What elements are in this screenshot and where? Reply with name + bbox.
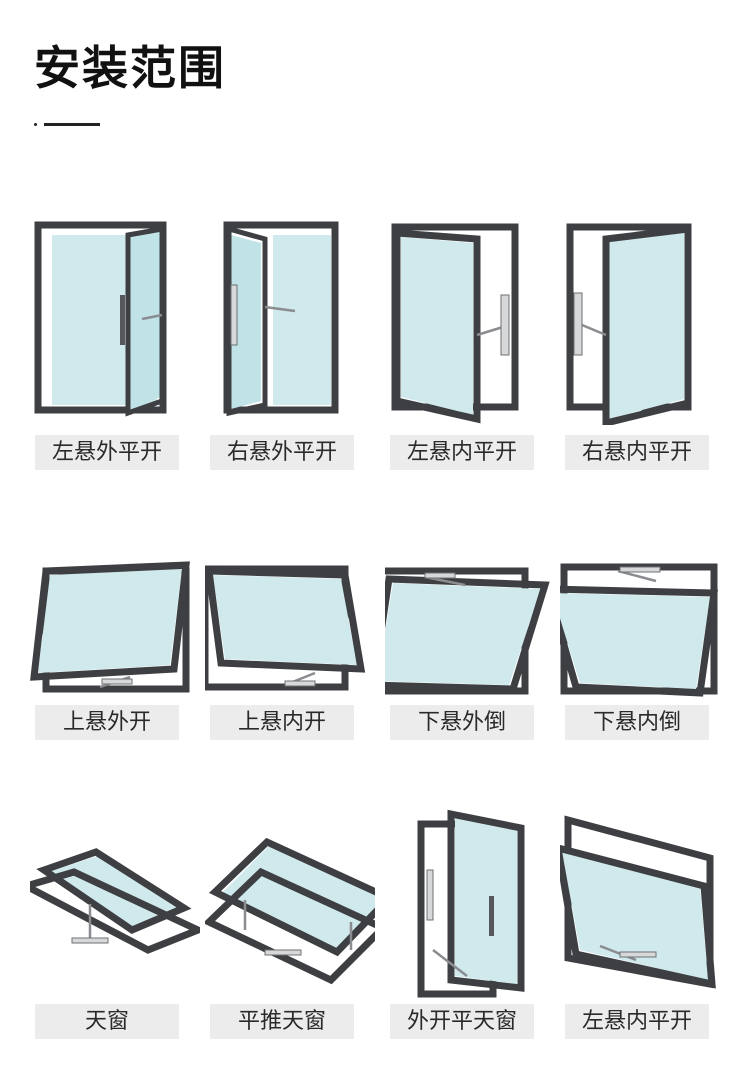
page-title: 安装范围 [34, 41, 226, 95]
item-label-1: 左悬外平开 [35, 435, 179, 470]
item-label-4: 右悬内平开 [565, 435, 709, 470]
item-label-12: 左悬内平开 [565, 1004, 709, 1039]
item-label-5: 上悬外开 [35, 705, 179, 740]
left-hung-inward-casement-window-icon [385, 215, 555, 425]
item-label-6: 上悬内开 [210, 705, 354, 740]
item-label-2: 右悬外平开 [210, 435, 354, 470]
underline-dot [34, 123, 37, 126]
bottom-hung-inward-tilt-window-icon [560, 505, 730, 715]
item-label-3: 左悬内平开 [390, 435, 534, 470]
outward-flat-skylight-window-icon [385, 800, 555, 1010]
top-hung-outward-window-icon [30, 505, 200, 715]
underline-bar [44, 123, 100, 126]
bottom-hung-outward-tilt-window-icon [385, 505, 555, 715]
right-hung-outward-casement-window-icon [205, 215, 375, 425]
item-label-8: 下悬内倒 [565, 705, 709, 740]
title-underline [34, 123, 100, 126]
right-hung-inward-casement-window-icon [560, 215, 730, 425]
top-hung-inward-window-icon [205, 505, 375, 715]
skylight-window-icon [30, 800, 200, 1010]
item-label-9: 天窗 [35, 1004, 179, 1039]
item-label-11: 外开平天窗 [390, 1004, 534, 1039]
item-label-7: 下悬外倒 [390, 705, 534, 740]
parallel-push-skylight-window-icon [205, 800, 375, 1010]
item-label-10: 平推天窗 [210, 1004, 354, 1039]
left-hung-outward-casement-window-icon [30, 215, 200, 425]
left-hung-inward-window-variant-icon [560, 800, 730, 1010]
